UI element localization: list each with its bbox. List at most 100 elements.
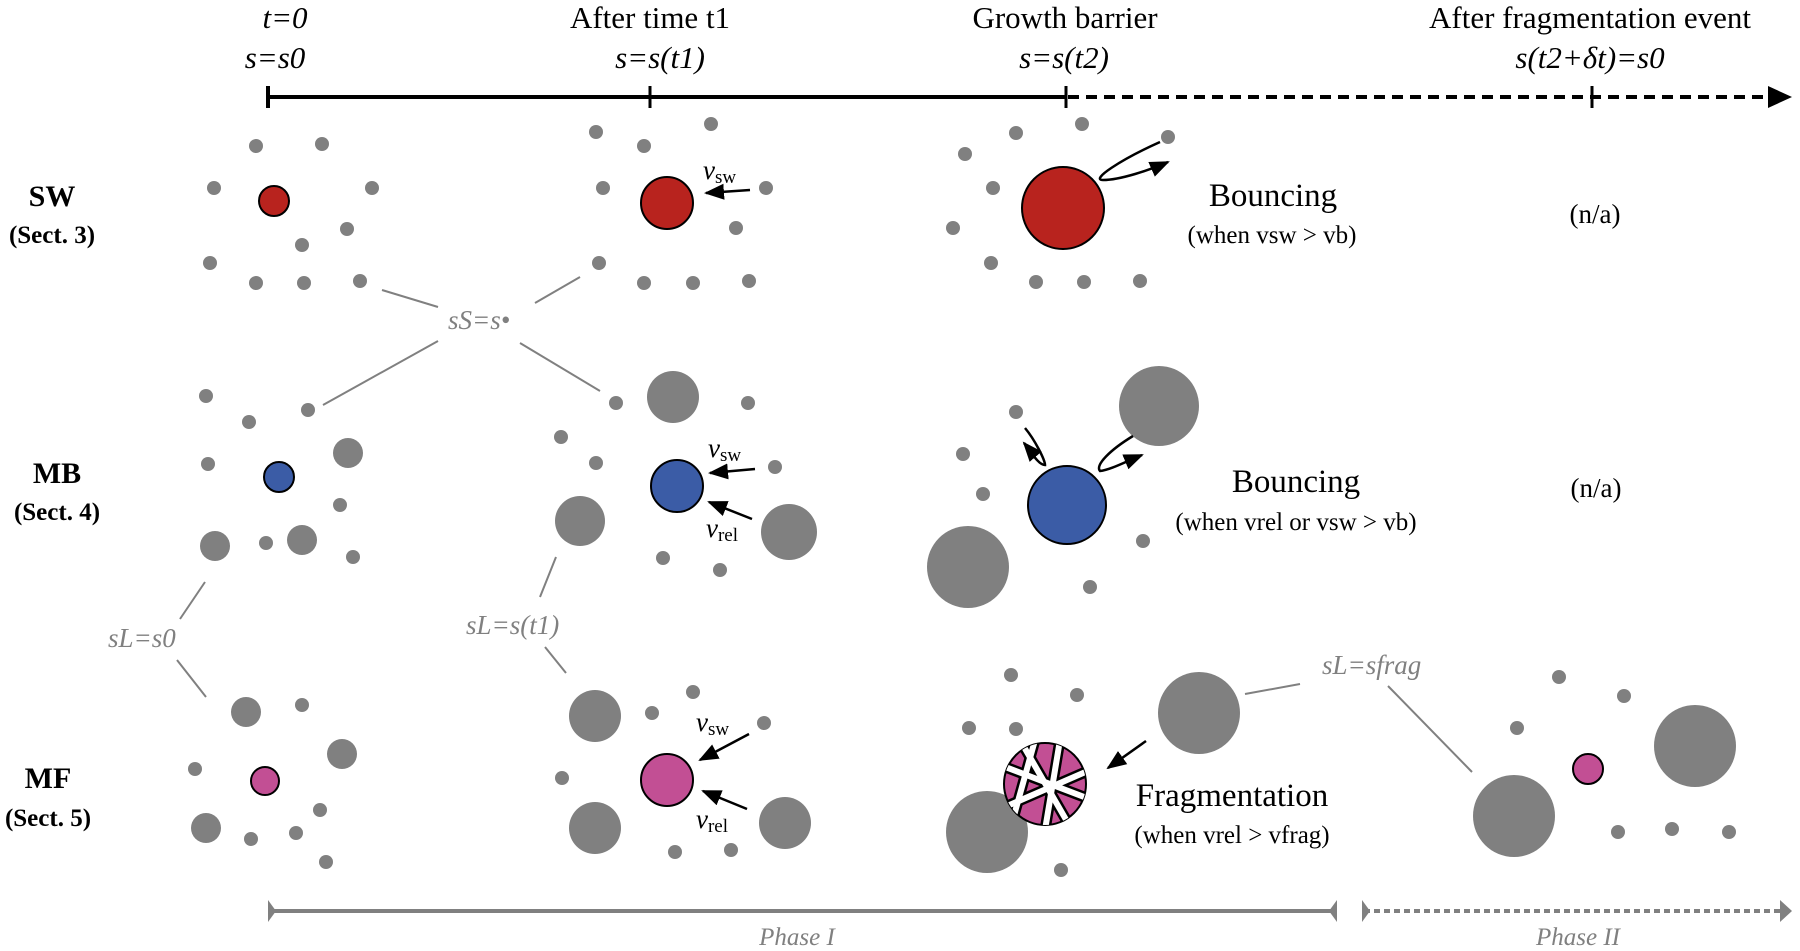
label-vrel-mb: vrel	[706, 513, 738, 546]
row-label-sw: SW	[29, 180, 76, 213]
phase-2-label: Phase II	[1535, 924, 1622, 951]
after-frag-sw: (n/a)	[1570, 199, 1621, 229]
small-dust-particle	[1665, 822, 1679, 836]
large-dust-particle	[1473, 775, 1555, 857]
small-dust-particle	[686, 276, 700, 290]
row-section-sw: (Sect. 3)	[9, 222, 95, 249]
bounce-arrow-mb-small	[1022, 427, 1047, 467]
row-label-mb: MB	[33, 457, 81, 490]
small-dust-particle	[207, 181, 221, 195]
small-dust-particle	[768, 460, 782, 474]
small-dust-particle	[554, 430, 568, 444]
large-dust-particle	[759, 797, 811, 849]
sw-particle-t1	[640, 176, 694, 230]
small-dust-particle	[713, 563, 727, 577]
small-dust-particle	[1009, 126, 1023, 140]
small-dust-particle	[976, 487, 990, 501]
large-dust-particle	[569, 802, 621, 854]
connector-line	[1244, 683, 1301, 695]
small-dust-particle	[1552, 670, 1566, 684]
small-dust-particle	[668, 845, 682, 859]
connector-label-small: sS=s•	[448, 305, 510, 335]
small-dust-particle	[313, 803, 327, 817]
phase-1-right-cap	[1329, 900, 1337, 922]
sw-particle-t0	[258, 185, 290, 217]
timeline-axis	[266, 86, 1792, 108]
label-vrel-mf: vrel	[696, 804, 728, 837]
stage-3-title: After fragmentation event	[1429, 0, 1751, 35]
small-dust-particle	[759, 181, 773, 195]
mf-particle-after-frag	[1572, 753, 1604, 785]
label-vsw-sw: vsw	[703, 155, 736, 188]
small-dust-particle	[589, 456, 603, 470]
small-dust-particle	[242, 415, 256, 429]
mf-particle-t1	[640, 753, 694, 807]
small-dust-particle	[301, 403, 315, 417]
event-labels: Bouncing (when vsw > vb) Bouncing (when …	[1134, 178, 1621, 849]
small-dust-particle	[259, 536, 273, 550]
mb-particle-t2	[1027, 465, 1107, 545]
condition-mb: (when vrel or vsw > vb)	[1175, 509, 1416, 536]
large-dust-particle	[647, 371, 699, 423]
small-dust-particle	[1133, 274, 1147, 288]
connector-line	[534, 276, 581, 304]
main-particles	[250, 166, 1604, 826]
small-dust-particle	[686, 685, 700, 699]
small-dust-particle	[1029, 275, 1043, 289]
row-labels: SW (Sect. 3) MB (Sect. 4) MF (Sect. 5)	[5, 180, 100, 832]
small-dust-particle	[1009, 405, 1023, 419]
small-dust-particle	[203, 256, 217, 270]
small-dust-particle	[188, 762, 202, 776]
large-dust-particle	[287, 525, 317, 555]
small-dust-particle	[340, 222, 354, 236]
phase-1-label: Phase I	[758, 924, 836, 951]
background-particles	[188, 117, 1736, 877]
large-dust-particle	[1654, 705, 1736, 787]
small-dust-particle	[201, 457, 215, 471]
small-dust-particle	[637, 139, 651, 153]
connector-line	[322, 340, 439, 406]
mb-particle-t0	[263, 461, 295, 493]
phase-1-left-cap	[268, 900, 276, 922]
condition-mf: (when vrel > vfrag)	[1134, 822, 1329, 849]
small-dust-particle	[729, 221, 743, 235]
small-dust-particle	[609, 396, 623, 410]
arrow-fragmentation-impact	[1106, 739, 1147, 770]
stage-2-size: s=s(t2)	[1019, 40, 1109, 75]
small-dust-particle	[333, 498, 347, 512]
small-dust-particle	[742, 274, 756, 288]
stage-0-title: t=0	[262, 0, 308, 35]
small-dust-particle	[295, 238, 309, 252]
connector-lines	[176, 276, 1473, 773]
row-section-mf: (Sect. 5)	[5, 805, 91, 832]
small-dust-particle	[1617, 689, 1631, 703]
stage-headers: t=0 s=s0 After time t1 s=s(t1) Growth ba…	[245, 0, 1752, 75]
velocity-arrows	[698, 183, 1147, 811]
small-dust-particle	[589, 125, 603, 139]
timeline-arrow-head	[1768, 86, 1792, 108]
small-dust-particle	[295, 698, 309, 712]
mf-particle-t0	[250, 766, 280, 796]
small-dust-particle	[724, 843, 738, 857]
small-dust-particle	[346, 550, 360, 564]
small-dust-particle	[757, 716, 771, 730]
velocity-labels: vsw vsw vrel vsw vrel	[696, 155, 741, 837]
connector-line	[1387, 685, 1473, 773]
connector-labels: sS=s• sL=s0 sL=s(t1) sL=sfrag	[108, 305, 1421, 680]
small-dust-particle	[962, 721, 976, 735]
connector-label-large-frag: sL=sfrag	[1322, 650, 1421, 680]
arrow-vrel-mf	[701, 789, 748, 811]
small-dust-particle	[592, 256, 606, 270]
small-dust-particle	[353, 274, 367, 288]
small-dust-particle	[315, 137, 329, 151]
label-vsw-mf: vsw	[696, 707, 729, 740]
small-dust-particle	[1722, 825, 1736, 839]
bounce-arrow-sw	[1098, 140, 1170, 182]
arrow-vsw-sw	[704, 183, 751, 200]
connector-label-large-s0: sL=s0	[108, 623, 176, 653]
small-dust-particle	[319, 855, 333, 869]
small-dust-particle	[289, 826, 303, 840]
small-dust-particle	[1083, 580, 1097, 594]
large-dust-particle	[946, 791, 1028, 873]
stage-3-size: s(t2+δt)=s0	[1515, 40, 1665, 75]
